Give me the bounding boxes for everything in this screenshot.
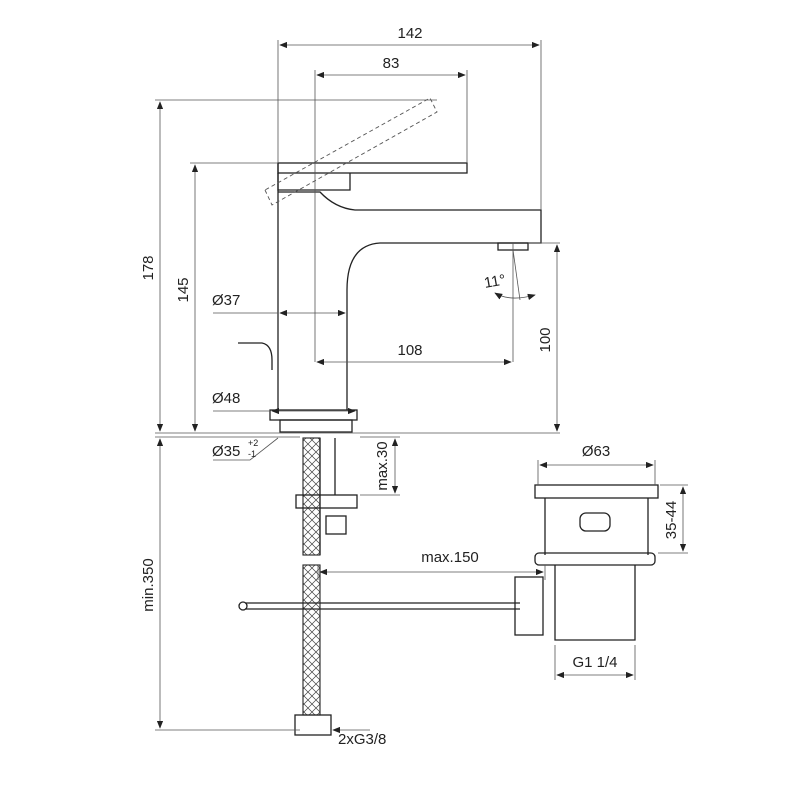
dimensions — [155, 40, 688, 734]
hose-connector — [294, 714, 332, 736]
waste-body — [554, 565, 636, 641]
waste-rod-connector — [514, 576, 544, 636]
under-deck — [294, 437, 358, 736]
hose-upper — [302, 437, 321, 556]
dim-d48: Ø48 — [212, 390, 240, 407]
waste-flange — [534, 552, 656, 566]
clamp-nut — [325, 515, 347, 535]
dim-d35-tol-plus: +2 — [248, 438, 258, 448]
dim-83: 83 — [383, 55, 400, 72]
dim-145: 145 — [175, 277, 192, 302]
dim-d35-tol-minus: -1 — [248, 449, 256, 459]
dim-spout-angle: 11° — [483, 271, 507, 291]
base-collar — [279, 419, 353, 433]
dim-d63: Ø63 — [582, 443, 610, 460]
lever-base — [277, 173, 351, 191]
popup-waste — [238, 484, 659, 641]
popup-rod — [238, 342, 273, 370]
dim-35-44: 35-44 — [663, 501, 680, 539]
dim-178: 178 — [140, 255, 157, 280]
dim-100: 100 — [537, 327, 554, 352]
dimension-labels: 142 83 178 145 100 108 Ø37 Ø48 Ø35 +2 -1… — [140, 25, 680, 748]
dim-min350: min.350 — [140, 558, 157, 611]
dim-142: 142 — [397, 25, 422, 42]
faucet — [238, 97, 542, 433]
dim-d37: Ø37 — [212, 292, 240, 309]
fixing-nut — [295, 494, 358, 509]
waste-slot — [579, 512, 611, 532]
waste-rod-knob — [238, 601, 248, 611]
waste-rod — [245, 602, 520, 610]
mounting-stud — [319, 438, 336, 555]
dim-max30: max.30 — [374, 441, 391, 490]
waste-cap — [534, 484, 659, 499]
base-plate — [269, 409, 358, 421]
lever-raised-outline — [264, 97, 438, 206]
dim-108: 108 — [397, 342, 422, 359]
lever — [277, 162, 468, 174]
waste-cage — [544, 498, 649, 555]
hose-lower — [302, 564, 321, 716]
dim-g114: G1 1/4 — [572, 654, 617, 671]
dim-connections: 2xG3/8 — [338, 731, 386, 748]
dim-d35: Ø35 — [212, 443, 240, 460]
dim-max150: max.150 — [421, 549, 479, 566]
